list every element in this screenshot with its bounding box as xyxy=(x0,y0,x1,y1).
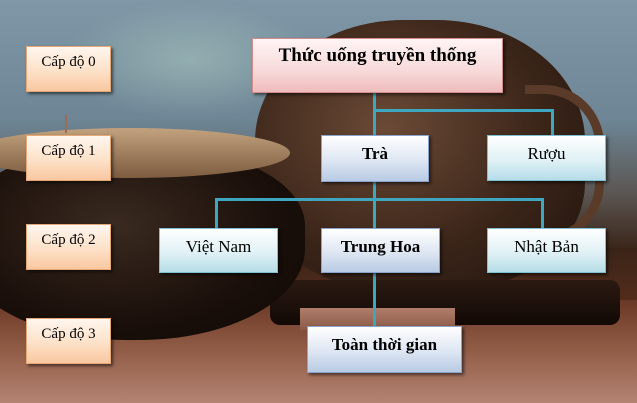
level-2-text: Cấp độ 2 xyxy=(41,232,96,248)
node-ruou-text: Rượu xyxy=(527,144,566,163)
node-viet-nam: Việt Nam xyxy=(159,228,278,273)
level-1-text: Cấp độ 1 xyxy=(41,143,96,159)
node-root-traditional-drinks: Thức uống truyền thống xyxy=(252,38,503,93)
level-3-text: Cấp độ 3 xyxy=(41,326,96,342)
node-toan-thoi-gian: Toàn thời gian xyxy=(307,326,462,373)
node-nhat-ban: Nhật Bản xyxy=(487,228,606,273)
node-viet-nam-text: Việt Nam xyxy=(185,237,252,256)
level-2-label: Cấp độ 2 xyxy=(26,224,111,270)
level-connector-tick xyxy=(65,115,67,133)
node-toan-thoi-gian-text: Toàn thời gian xyxy=(331,335,438,354)
level-1-label: Cấp độ 1 xyxy=(26,135,111,181)
node-tra-text: Trà xyxy=(361,144,389,163)
level-3-label: Cấp độ 3 xyxy=(26,318,111,364)
node-trung-hoa-text: Trung Hoa xyxy=(340,237,421,256)
connector-to-viet-nam xyxy=(215,198,218,228)
node-ruou: Rượu xyxy=(487,135,606,181)
connector-root-trunk xyxy=(373,93,376,326)
node-trung-hoa: Trung Hoa xyxy=(321,228,440,273)
connector-to-nhat-ban xyxy=(541,198,544,228)
node-root-text: Thức uống truyền thống xyxy=(278,45,477,66)
node-tra: Trà xyxy=(321,135,429,182)
level-0-text: Cấp độ 0 xyxy=(41,54,96,70)
connector-to-ruou xyxy=(551,109,554,135)
node-nhat-ban-text: Nhật Bản xyxy=(514,237,579,256)
background-plank xyxy=(300,308,455,330)
connector-level1-bar xyxy=(373,109,554,112)
connector-level2-bar xyxy=(215,198,544,201)
level-0-label: Cấp độ 0 xyxy=(26,46,111,92)
